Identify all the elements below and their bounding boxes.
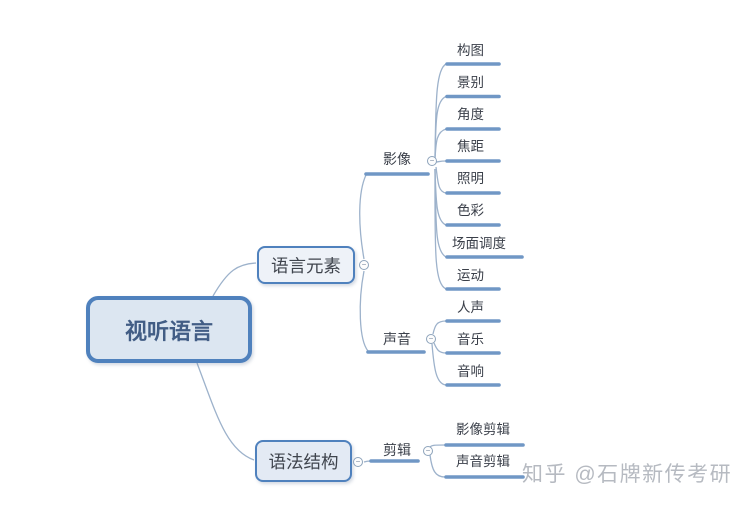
connector-image-leaf8: [434, 168, 447, 290]
collapse-button-sound[interactable]: −: [426, 334, 436, 344]
collapse-button-edit[interactable]: −: [423, 446, 433, 456]
leaf-topic[interactable]: 角度: [457, 107, 484, 122]
connector-image-leaf7: [434, 168, 447, 258]
connector-image-leaf6: [434, 168, 447, 226]
connector-branch1-to-sound: [359, 270, 369, 352]
connector-edit-leaf1: [429, 444, 446, 448]
main-topic-label: 语言元素: [271, 255, 341, 276]
leaf-topic[interactable]: 运动: [457, 268, 484, 283]
watermark: 知乎 @石牌新传考研: [522, 463, 733, 486]
central-topic-label: 视听语言: [124, 318, 213, 344]
main-topic-label: 语法结构: [268, 451, 339, 472]
connector-branch1-to-image: [359, 174, 367, 260]
connector-image-leaf5: [435, 166, 447, 194]
connector-sound-leaf2: [433, 342, 447, 354]
collapse-button-image[interactable]: −: [427, 156, 437, 166]
leaf-topic[interactable]: 音响: [457, 364, 484, 379]
subtopic-sound[interactable]: 声音: [383, 331, 411, 347]
leaf-topic[interactable]: 音乐: [457, 332, 484, 347]
connector-root-to-branch1: [212, 262, 257, 297]
leaf-topic[interactable]: 构图: [457, 43, 484, 58]
connector-sound-leaf3: [431, 343, 447, 386]
connector-image-leaf3: [434, 128, 447, 160]
leaf-topic[interactable]: 色彩: [457, 203, 484, 218]
subtopic-image[interactable]: 影像: [383, 151, 411, 167]
subtopic-edit[interactable]: 剪辑: [383, 442, 411, 458]
leaf-topic[interactable]: 场面调度: [452, 236, 506, 251]
leaf-topic[interactable]: 声音剪辑: [456, 454, 510, 469]
connector-root-to-branch2: [196, 362, 255, 461]
connector-edit-leaf2: [429, 454, 446, 478]
leaf-topic[interactable]: 人声: [457, 300, 484, 315]
main-topic-language-elements[interactable]: 语言元素: [257, 246, 355, 284]
connector-image-leaf4: [435, 160, 447, 163]
main-topic-grammar-structure[interactable]: 语法结构: [255, 440, 352, 482]
leaf-topic[interactable]: 焦距: [457, 139, 484, 154]
collapse-button-grammar-structure[interactable]: −: [353, 457, 363, 467]
collapse-button-language-elements[interactable]: −: [359, 260, 369, 270]
leaf-topic[interactable]: 景别: [457, 75, 484, 90]
central-topic[interactable]: 视听语言: [86, 296, 252, 363]
leaf-topic[interactable]: 影像剪辑: [456, 422, 510, 437]
leaf-topic[interactable]: 照明: [457, 171, 484, 186]
connector-sound-leaf1: [432, 320, 447, 335]
